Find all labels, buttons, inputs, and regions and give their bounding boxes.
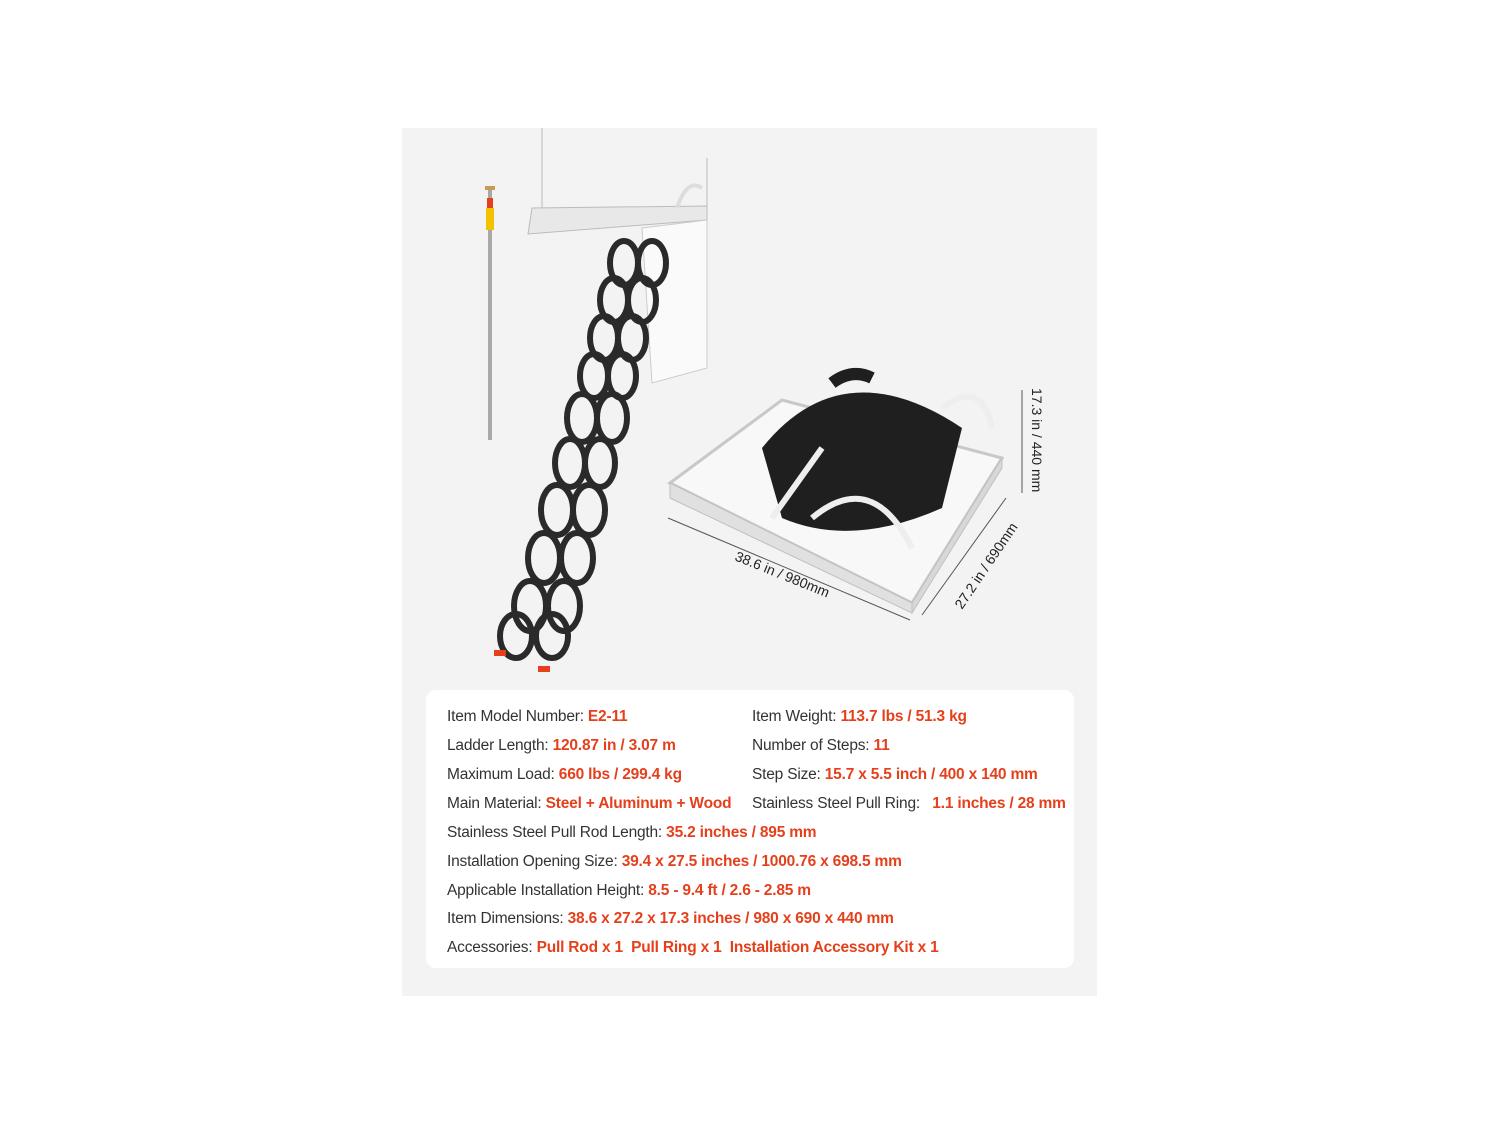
spec-accessories: Accessories: Pull Rod x 1 Pull Ring x 1 … (447, 939, 939, 956)
spec-number-of-steps: Number of Steps: 11 (752, 737, 890, 754)
pull-rod-image (485, 186, 495, 440)
spec-item-weight: Item Weight: 113.7 lbs / 51.3 kg (752, 708, 967, 725)
spec-opening-size: Installation Opening Size: 39.4 x 27.5 i… (447, 853, 902, 870)
scissor-ladder-image (497, 238, 669, 661)
spec-step-size: Step Size: 15.7 x 5.5 inch / 400 x 140 m… (752, 766, 1038, 783)
ladder-illustration: 38.6 in / 980mm 27.2 in / 690mm 17.3 in … (485, 128, 1045, 672)
spec-item-dimensions: Item Dimensions: 38.6 x 27.2 x 17.3 inch… (447, 910, 894, 927)
product-panel: 38.6 in / 980mm 27.2 in / 690mm 17.3 in … (402, 128, 1097, 996)
spec-model-number: Item Model Number: E2-11 (447, 708, 628, 725)
ladder-foot (494, 650, 506, 656)
folded-ladder-image (667, 368, 1005, 615)
specifications-card: Item Model Number: E2-11 Ladder Length: … (426, 690, 1074, 968)
height-dimension-label: 17.3 in / 440 mm (1029, 388, 1045, 492)
spec-installation-height: Applicable Installation Height: 8.5 - 9.… (447, 882, 811, 899)
spec-main-material: Main Material: Steel + Aluminum + Wood (447, 795, 732, 812)
spec-pull-ring: Stainless Steel Pull Ring: 1.1 inches / … (752, 795, 1066, 812)
spec-pull-rod-length: Stainless Steel Pull Rod Length: 35.2 in… (447, 824, 817, 841)
spec-ladder-length: Ladder Length: 120.87 in / 3.07 m (447, 737, 676, 754)
attic-hatch-image (527, 128, 708, 384)
dimension-lines (667, 390, 1023, 621)
spec-maximum-load: Maximum Load: 660 lbs / 299.4 kg (447, 766, 682, 783)
ladder-foot (538, 666, 550, 672)
